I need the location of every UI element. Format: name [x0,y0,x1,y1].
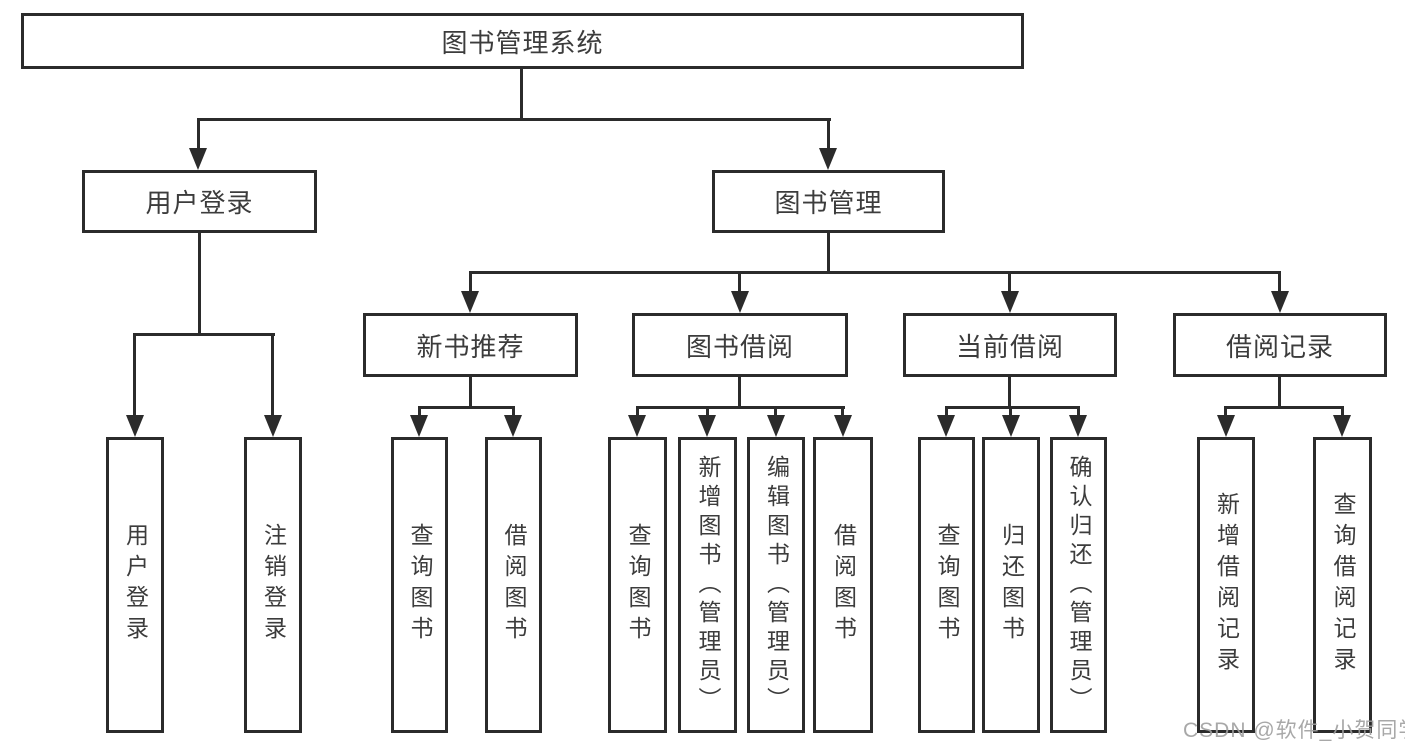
node-borrow-record: 借阅记录 [1173,313,1387,377]
leaf-return-books: 归还图书 [982,437,1040,733]
node-label: 用户登录 [145,188,254,218]
connector-to-user-login [197,118,200,152]
connector-to-book-borrow [738,271,741,297]
leaf-query-books-current: 查询图书 [918,437,975,733]
leaf-query-borrow-record: 查询借阅记录 [1313,437,1372,733]
leaf-borrow-books-recommend: 借阅图书 [485,437,542,733]
leaf-label: 查询图书 [407,523,433,647]
leaf-label: 用户登录 [122,523,149,647]
connector-to-borrow-record [1278,271,1281,297]
leaf-label: 查询借阅记录 [1330,492,1356,678]
node-library-management-system: 图书管理系统 [21,13,1024,69]
leaf-label: 确认归还（管理员） [1066,454,1092,716]
connector-to-login-leaf [133,333,136,419]
arrow-down-icon [264,415,282,437]
leaf-label: 编辑图书（管理员） [763,454,790,716]
node-label: 图书借阅 [685,331,794,362]
connector-book-mgmt-bus [469,271,1281,274]
arrow-down-icon [767,415,785,437]
arrow-down-icon [410,415,428,437]
connector-leaf-stem [774,406,777,419]
connector-book-mgmt-stem [827,233,830,273]
connector-root-bus [197,118,831,121]
leaf-add-borrow-record: 新增借阅记录 [1197,437,1255,733]
connector-leaf-stem [841,406,844,419]
arrow-down-icon [189,148,207,170]
leaf-query-books-recommend: 查询图书 [391,437,448,733]
leaf-logout: 注销登录 [244,437,302,733]
connector-book-borrow-stem [738,377,741,408]
leaf-edit-books-admin: 编辑图书（管理员） [747,437,805,733]
connector-leaf-stem [512,406,515,419]
arrow-down-icon [731,291,749,313]
node-book-borrow: 图书借阅 [632,313,848,377]
connector-leaf-stem [1224,406,1227,419]
arrow-down-icon [1069,415,1087,437]
connector-leaf-stem [1009,406,1012,419]
leaf-label: 查询图书 [934,523,960,647]
arrow-down-icon [1002,415,1020,437]
connector-to-new-book [469,271,472,297]
connector-current-borrow-stem [1008,377,1011,408]
arrow-down-icon [698,415,716,437]
connector-leaf-stem [1077,406,1080,419]
node-book-management: 图书管理 [712,170,945,233]
leaf-query-books-borrow: 查询图书 [608,437,667,733]
arrow-down-icon [1271,291,1289,313]
leaf-confirm-return-admin: 确认归还（管理员） [1050,437,1107,733]
node-user-login: 用户登录 [82,170,317,233]
leaf-borrow-books: 借阅图书 [813,437,873,733]
leaf-user-login: 用户登录 [106,437,164,733]
arrow-down-icon [834,415,852,437]
node-label: 图书管理系统 [441,27,604,58]
connector-to-current-borrow [1008,271,1011,297]
connector-borrow-record-stem [1278,377,1281,408]
node-new-book-recommend: 新书推荐 [363,313,578,377]
node-label: 借阅记录 [1225,331,1334,362]
leaf-label: 新增借阅记录 [1213,492,1240,678]
leaf-label: 归还图书 [998,523,1025,647]
connector-to-logout-leaf [271,333,274,419]
node-label: 图书管理 [774,188,883,218]
connector-leaf-stem [706,406,709,419]
connector-new-book-bus [418,406,515,409]
arrow-down-icon [126,415,144,437]
connector-leaf-stem [945,406,948,419]
connector-leaf-stem [1341,406,1344,419]
node-label: 新书推荐 [416,331,525,362]
arrow-down-icon [819,148,837,170]
arrow-down-icon [1217,415,1235,437]
connector-user-login-stem [198,233,201,335]
leaf-label: 查询图书 [625,523,651,647]
leaf-label: 新增图书（管理员） [695,454,721,716]
leaf-add-books-admin: 新增图书（管理员） [678,437,737,733]
arrow-down-icon [628,415,646,437]
connector-root-stem [520,68,523,120]
leaf-label: 借阅图书 [501,523,527,647]
arrow-down-icon [1333,415,1351,437]
csdn-watermark: CSDN @软件_小贺同学 [1183,719,1405,742]
arrow-down-icon [1001,291,1019,313]
connector-book-borrow-bus [636,406,845,409]
connector-user-login-bus [133,333,275,336]
connector-current-borrow-bus [945,406,1080,409]
leaf-label: 借阅图书 [830,523,857,647]
connector-new-book-stem [469,377,472,408]
connector-to-book-management [827,118,830,152]
connector-borrow-record-bus [1224,406,1344,409]
connector-leaf-stem [636,406,639,419]
leaf-label: 注销登录 [260,523,287,647]
arrow-down-icon [504,415,522,437]
arrow-down-icon [937,415,955,437]
node-label: 当前借阅 [955,331,1064,362]
node-current-borrow: 当前借阅 [903,313,1117,377]
arrow-down-icon [461,291,479,313]
connector-leaf-stem [418,406,421,419]
